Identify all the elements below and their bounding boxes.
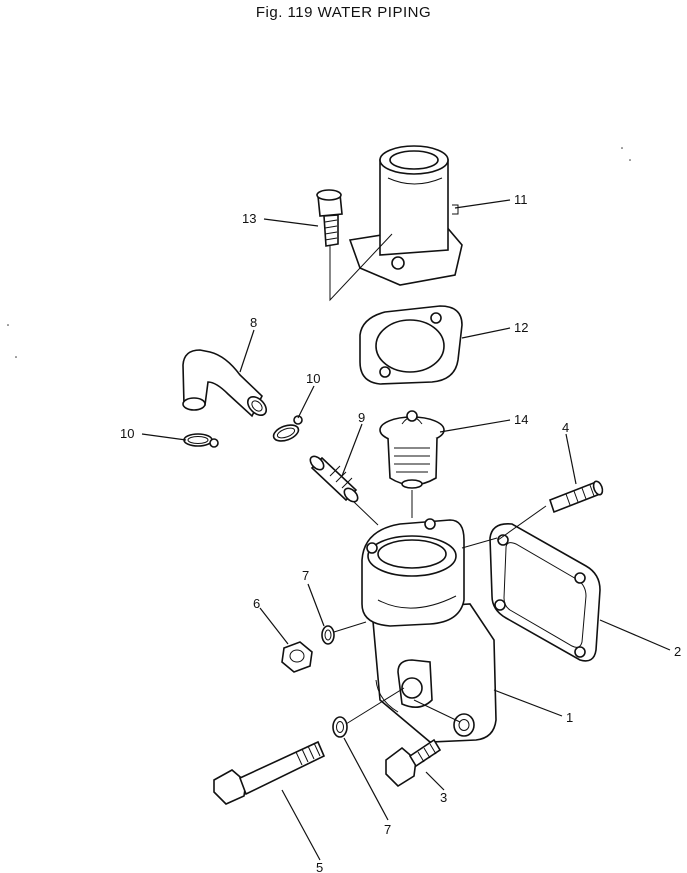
callout-1: 1 [566,710,573,725]
callout-11: 11 [514,192,528,207]
bolt-13 [316,189,343,247]
callout-10-left: 10 [120,426,134,441]
callout-3: 3 [440,790,447,805]
gasket-2 [489,522,601,662]
bolt-5 [213,740,326,805]
callout-10-right: 10 [306,371,320,386]
nut-6 [281,641,313,673]
callout-leaders [141,199,671,861]
thermostat-housing-1 [361,518,497,743]
callout-13: 13 [242,211,256,226]
callout-5: 5 [316,860,323,873]
hose-clamp-right [272,415,303,442]
callout-12: 12 [514,320,528,335]
callout-14: 14 [514,412,528,427]
callout-2: 2 [674,644,681,659]
assembly-lines [329,233,547,725]
stud-4 [549,480,604,514]
callout-4: 4 [562,420,569,435]
hose-8 [182,349,268,418]
lock-washer-upper [321,625,335,645]
callout-7-lower: 7 [384,822,391,837]
water-outlet-elbow [348,145,463,286]
thermostat-14 [379,410,445,489]
figure-title: Fig. 119 WATER PIPING [255,4,432,21]
nipple-fitting-9 [309,455,359,503]
bolt-3 [385,738,442,788]
lock-washer-lower [332,716,348,738]
callout-8: 8 [250,315,257,330]
callout-9: 9 [358,410,365,425]
callout-6: 6 [253,596,260,611]
callout-7-upper: 7 [302,568,309,583]
gasket-12 [359,305,463,385]
hose-clamp-left [183,433,219,448]
